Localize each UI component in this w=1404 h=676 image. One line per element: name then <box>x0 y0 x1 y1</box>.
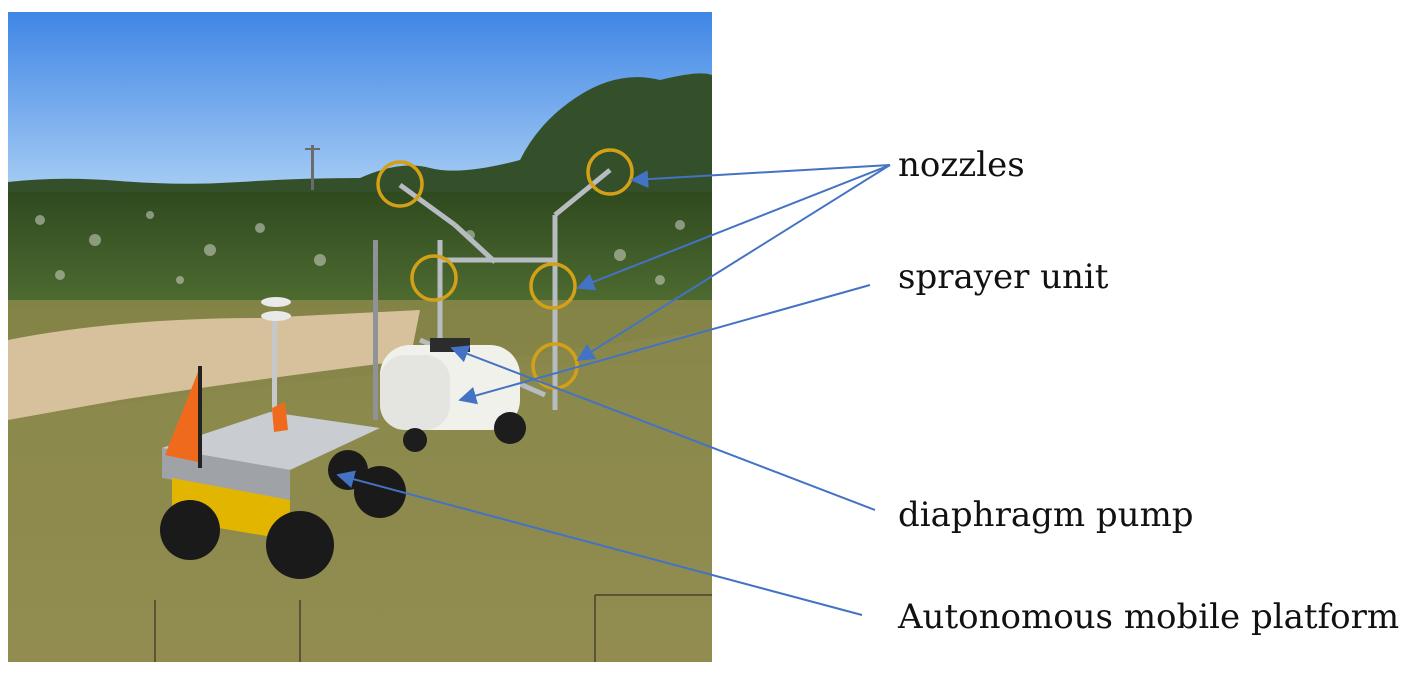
annotation-arrows <box>336 164 891 616</box>
nozzle-marker <box>410 254 458 302</box>
safety-flag <box>165 366 202 468</box>
dirt-path <box>8 310 420 420</box>
arrow-sprayer <box>458 284 871 405</box>
nozzle-marker <box>376 160 424 208</box>
label-nozzles: nozzles <box>898 145 1025 185</box>
arrow-nozzles <box>576 164 891 361</box>
crop-field <box>8 192 712 300</box>
frame-guides <box>154 594 712 662</box>
tree-line <box>8 73 712 200</box>
pump <box>430 338 470 352</box>
utility-pole <box>311 145 314 190</box>
label-platform: Autonomous mobile platform <box>898 597 1400 637</box>
arrow-nozzles <box>576 164 891 291</box>
label-sprayer-unit: sprayer unit <box>898 257 1109 297</box>
field-photo <box>8 12 712 662</box>
spray-tank <box>380 345 520 430</box>
arrow-platform <box>336 470 863 616</box>
arrow-pump <box>450 345 876 511</box>
arrow-nozzles <box>630 164 891 189</box>
label-diaphragm-pump: diaphragm pump <box>898 495 1194 535</box>
nozzle-marker <box>529 262 577 310</box>
sprayer-frame <box>398 168 612 410</box>
